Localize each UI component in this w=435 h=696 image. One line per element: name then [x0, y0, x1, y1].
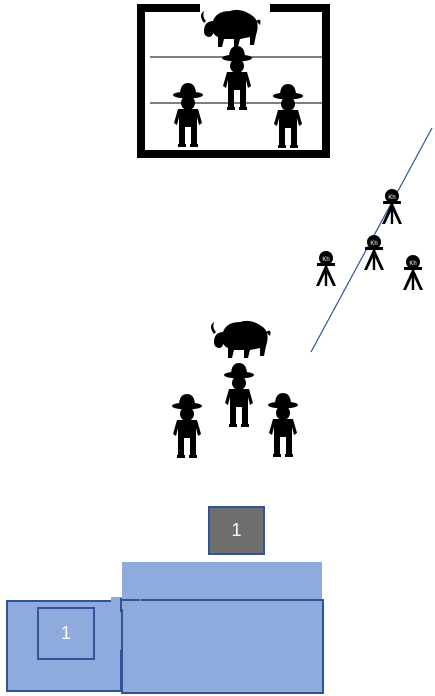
tripod-group: Kh Kh Kh Kh	[316, 189, 423, 290]
cowboy-icon	[172, 394, 202, 458]
tripod-tag: Kh	[370, 241, 377, 247]
upper-marker-label: 1	[209, 507, 264, 554]
bull-icon	[201, 10, 261, 47]
platform-body	[122, 600, 323, 693]
tripod-tag: Kh	[409, 261, 416, 267]
cowboy-icon	[273, 84, 303, 148]
cowboy-icon	[224, 363, 254, 427]
platform-join	[111, 597, 141, 609]
lower-marker-label: 1	[38, 608, 94, 659]
tripod-tag: Kh	[388, 195, 395, 201]
bull-icon	[211, 321, 271, 358]
cowboy-icon	[222, 46, 252, 110]
tripod-tag: Kh	[322, 257, 329, 263]
cowboy-icon	[173, 83, 203, 147]
platform-top	[122, 562, 322, 602]
cowboy-icon	[268, 393, 298, 457]
